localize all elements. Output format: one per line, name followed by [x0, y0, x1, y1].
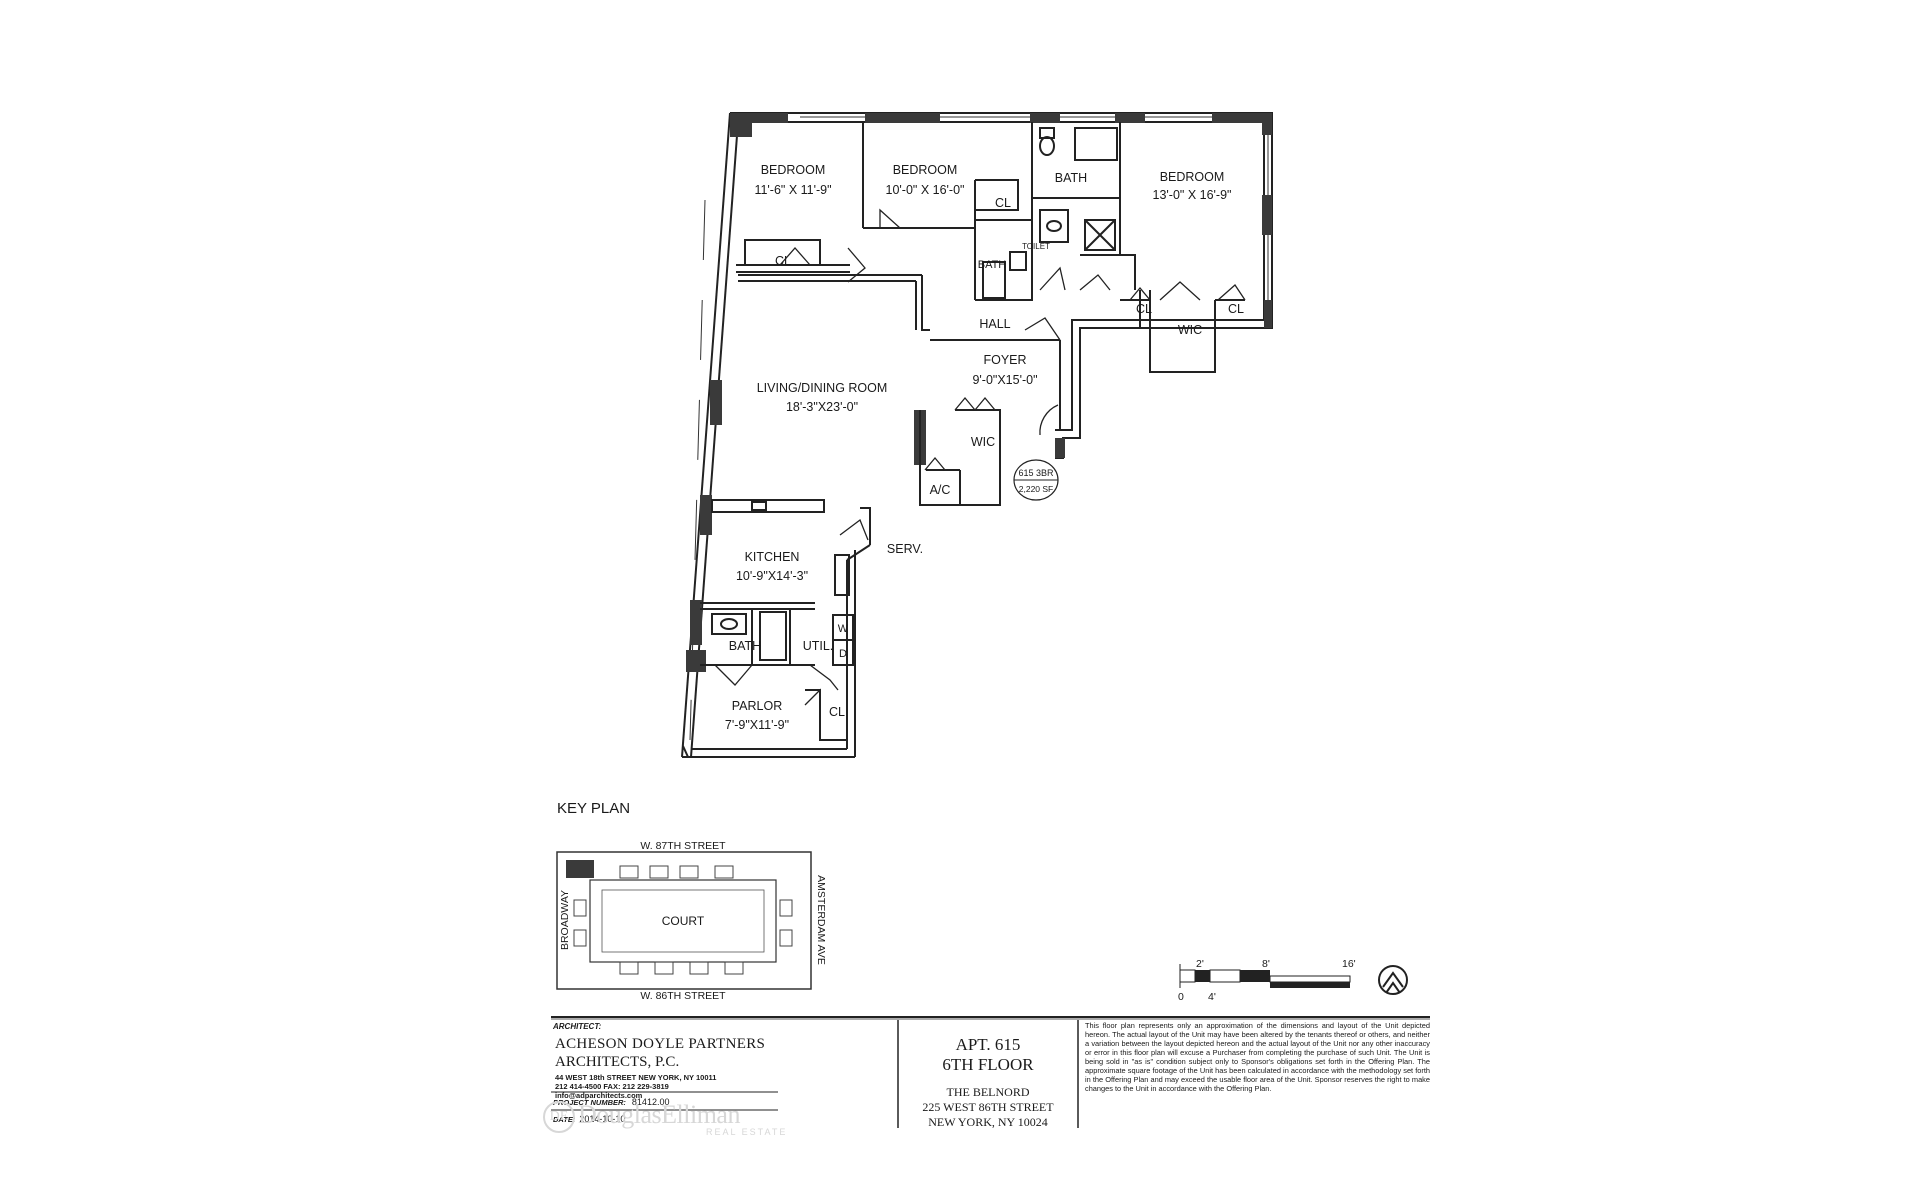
foyer-name: FOYER — [983, 353, 1026, 367]
key-plan-title: KEY PLAN — [557, 800, 631, 817]
architect-label: ARCHITECT: — [553, 1022, 602, 1031]
building-name: THE BELNORD — [946, 1085, 1030, 1099]
serv-label: SERV. — [887, 542, 923, 556]
disclaimer-text: This floor plan represents only an appro… — [1085, 1021, 1430, 1093]
closet-label: CL — [995, 196, 1011, 210]
closet-label: CL — [1136, 302, 1152, 316]
bedroom1-name: BEDROOM — [761, 163, 826, 177]
door-swings — [714, 208, 1246, 720]
living-name: LIVING/DINING ROOM — [757, 381, 888, 395]
architect-email: info@adparchitects.com — [555, 1091, 643, 1100]
scale-tick-4ft: 4' — [1208, 991, 1216, 1003]
small-bath-label: BATH — [978, 259, 1007, 271]
architect-firm-line2: ARCHITECTS, P.C. — [555, 1054, 680, 1070]
watermark-logo-icon: DE — [543, 1101, 575, 1133]
architect-firm-line1: ACHESON DOYLE PARTNERS — [555, 1036, 766, 1052]
key-plan-north-street: W. 87TH STREET — [640, 840, 726, 852]
key-plan-south-street: W. 86TH STREET — [640, 990, 726, 1002]
project-number: 81412.00 — [631, 1097, 670, 1107]
key-plan-court: COURT — [662, 914, 705, 928]
date-value: 2014-10-10 — [579, 1114, 626, 1124]
wall-piers — [686, 113, 1272, 672]
ac-label: A/C — [930, 483, 951, 497]
parlor-dims: 7'-9"X11'-9" — [725, 718, 789, 732]
apartment-number: APT. 615 — [955, 1035, 1021, 1054]
building-city: NEW YORK, NY 10024 — [928, 1115, 1048, 1129]
architect-phone: 212 414-4500 FAX: 212 229-3819 — [555, 1082, 669, 1091]
floor-number: 6TH FLOOR — [942, 1055, 1034, 1074]
closet-label: CL — [1228, 302, 1244, 316]
util-label: UTIL. — [803, 639, 834, 653]
scale-tick-0: 0 — [1178, 991, 1184, 1003]
scale-tick-8ft: 8' — [1262, 958, 1270, 970]
closet-label: CL — [829, 705, 845, 719]
bedroom2-name: BEDROOM — [893, 163, 958, 177]
dryer-label: D — [839, 648, 847, 660]
bedroom2-dims: 10'-0" X 16'-0" — [886, 183, 965, 197]
north-arrow-icon — [1378, 965, 1408, 995]
kitchen-bath-label: BATH — [729, 639, 761, 653]
title-block-frame — [551, 1016, 1430, 1128]
unit-tag-number: 615 3BR — [1018, 468, 1054, 478]
architect-address: 44 WEST 18th STREET NEW YORK, NY 10011 — [555, 1073, 717, 1082]
hall-label: HALL — [979, 317, 1010, 331]
unit-tag-area: 2,220 SF — [1019, 484, 1054, 494]
key-plan-east-street: AMSTERDAM AVE — [815, 875, 827, 965]
toilet-label: TOILET — [1022, 242, 1050, 251]
closet-label: CL — [775, 254, 791, 268]
watermark-brand: DouglasElliman — [578, 1100, 740, 1129]
bedroom3-dims: 13'-0" X 16'-9" — [1153, 188, 1232, 202]
scale-tick-2ft: 2' — [1196, 958, 1204, 970]
wic-label: WIC — [1178, 323, 1202, 337]
unit-tag: 615 3BR 2,220 SF — [1013, 459, 1059, 501]
key-plan-west-street: BROADWAY — [559, 890, 571, 950]
wic-label: WIC — [971, 435, 995, 449]
scale-tick-16ft: 16' — [1342, 958, 1356, 970]
interior-walls — [700, 122, 1245, 741]
key-plan: W. 87TH STREET W. 86TH STREET BROADWAY A… — [556, 840, 827, 1002]
bedroom3-name: BEDROOM — [1160, 170, 1225, 184]
kitchen-dims: 10'-9"X14'-3" — [736, 569, 808, 583]
living-dims: 18'-3"X23'-0" — [786, 400, 858, 414]
foyer-dims: 9'-0"X15'-0" — [972, 373, 1037, 387]
washer-label: W — [838, 623, 849, 635]
project-number-row: PROJECT NUMBER: 81412.00 — [553, 1097, 669, 1107]
master-bath-label: BATH — [1055, 171, 1087, 185]
scale-bar: 2' 8' 16' 0 4' — [1178, 958, 1356, 1003]
kitchen-name: KITCHEN — [745, 550, 800, 564]
parlor-name: PARLOR — [732, 699, 782, 713]
bedroom1-dims: 11'-6" X 11'-9" — [754, 183, 831, 197]
watermark-sub: REAL ESTATE — [706, 1127, 788, 1137]
building-street: 225 WEST 86TH STREET — [922, 1100, 1054, 1114]
project-number-label: PROJECT NUMBER: — [553, 1098, 626, 1107]
